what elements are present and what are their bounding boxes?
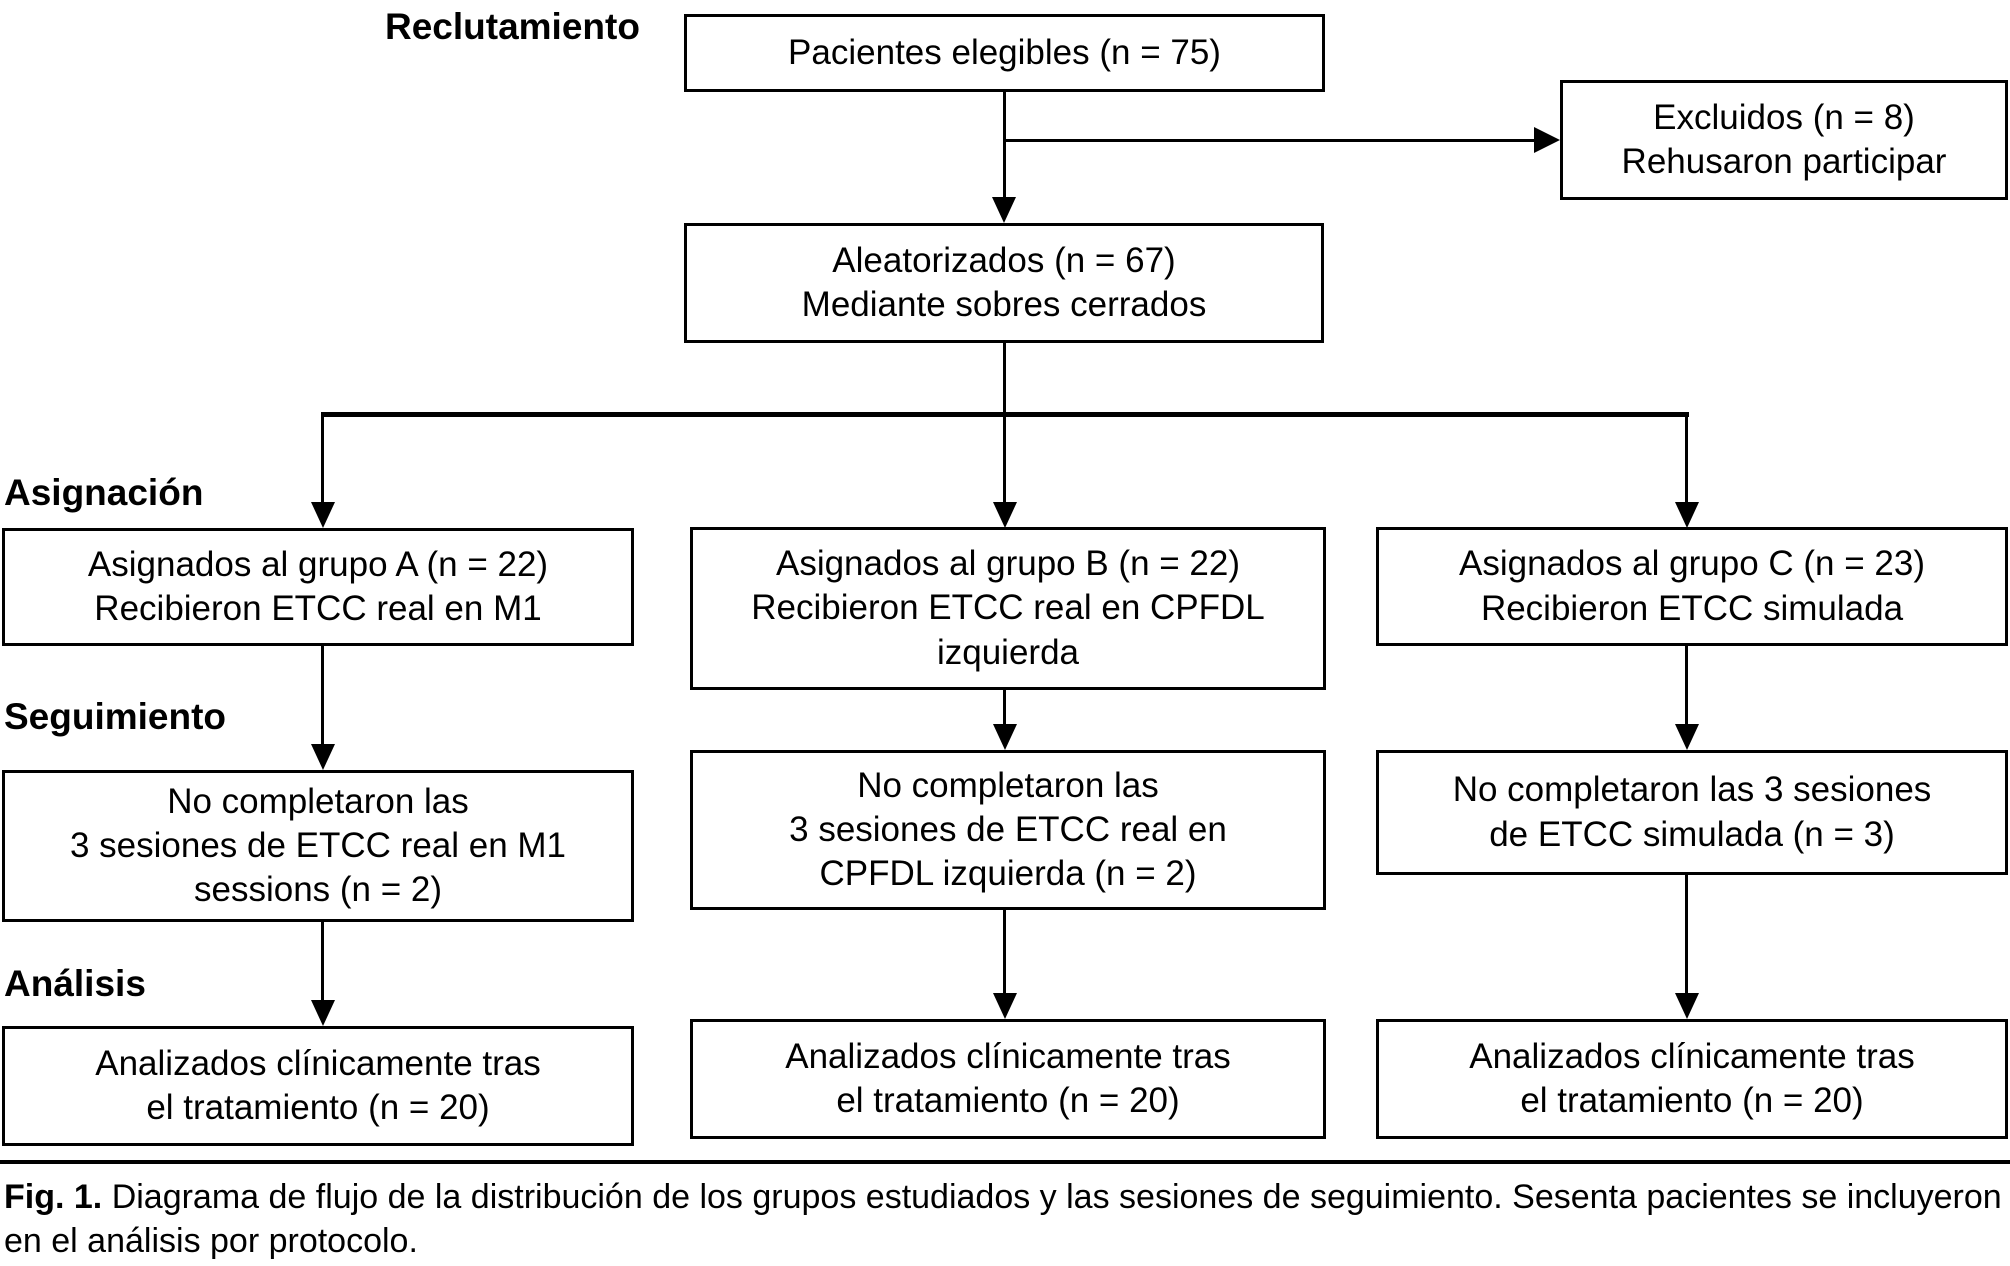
connector-alloc-b-to-followup-b — [1003, 690, 1006, 724]
box-line: CPFDL izquierda (n = 2) — [819, 854, 1197, 894]
box-line: Excluidos (n = 8) — [1653, 97, 1915, 137]
connector-to-excluded — [1004, 139, 1534, 142]
box-line: No completaron las 3 sesiones — [1452, 770, 1932, 810]
connector-followup-a-to-analysis-a — [321, 922, 324, 1000]
box-line: Mediante sobres cerrados — [801, 285, 1207, 324]
branch-line — [321, 412, 1689, 417]
stage-label-recruitment: Reclutamiento — [385, 6, 640, 47]
box-line: el tratamiento (n = 20) — [836, 1081, 1180, 1120]
connector-alloc-c-to-followup-c — [1685, 646, 1688, 724]
group-a-allocation-box: Asignados al grupo A (n = 22) Recibieron… — [2, 528, 634, 646]
group-c-analysis-box: Analizados clínicamente tras el tratamie… — [1376, 1019, 2008, 1139]
connector-branch-to-group-b — [1003, 416, 1006, 502]
connector-followup-c-to-analysis-c — [1685, 875, 1688, 993]
arrow-down-icon — [992, 197, 1016, 223]
connector-followup-b-to-analysis-b — [1003, 910, 1006, 993]
stage-label-analysis: Análisis — [4, 963, 146, 1004]
box-line: Rehusaron participar — [1621, 142, 1947, 181]
box-line: No completaron las — [857, 765, 1159, 805]
box-line: Pacientes elegibles (n = 75) — [788, 32, 1221, 72]
arrow-down-icon — [311, 744, 335, 770]
group-a-followup-box: No completaron las 3 sesiones de ETCC re… — [2, 770, 634, 922]
box-line: el tratamiento (n = 20) — [1520, 1081, 1864, 1120]
connector-branch-to-group-a — [321, 416, 324, 502]
box-line: Aleatorizados (n = 67) — [832, 240, 1176, 280]
eligible-patients-box: Pacientes elegibles (n = 75) — [684, 14, 1325, 92]
box-line: Recibieron ETCC real en CPFDL — [751, 588, 1265, 628]
box-line: 3 sesiones de ETCC real en — [789, 809, 1227, 849]
caption-divider — [0, 1160, 2010, 1164]
arrow-down-icon — [311, 1000, 335, 1026]
arrow-down-icon — [1675, 724, 1699, 750]
stage-label-allocation: Asignación — [4, 472, 204, 513]
box-line: de ETCC simulada (n = 3) — [1489, 814, 1895, 854]
randomized-box: Aleatorizados (n = 67) Mediante sobres c… — [684, 223, 1324, 343]
arrow-down-icon — [993, 502, 1017, 528]
box-line: No completaron las — [167, 781, 469, 821]
box-line: Analizados clínicamente tras — [1469, 1036, 1915, 1076]
box-line: Asignados al grupo A (n = 22) — [87, 544, 549, 584]
excluded-box: Excluidos (n = 8) Rehusaron participar — [1560, 80, 2008, 200]
connector-alloc-a-to-followup-a — [321, 646, 324, 744]
box-line: Asignados al grupo C (n = 23) — [1459, 544, 1925, 584]
box-line: izquierda — [936, 632, 1080, 672]
arrow-right-icon — [1534, 127, 1560, 153]
box-line: Analizados clínicamente tras — [95, 1043, 541, 1083]
group-b-allocation-box: Asignados al grupo B (n = 22) Recibieron… — [690, 527, 1326, 690]
box-line: sessions (n = 2) — [193, 870, 443, 910]
arrow-down-icon — [993, 724, 1017, 750]
arrow-down-icon — [1675, 993, 1699, 1019]
box-line: Recibieron ETCC simulada — [1480, 588, 1904, 628]
arrow-down-icon — [311, 502, 335, 528]
group-c-allocation-box: Asignados al grupo C (n = 23) Recibieron… — [1376, 527, 2008, 646]
box-line: el tratamiento (n = 20) — [146, 1088, 490, 1127]
arrow-down-icon — [1675, 502, 1699, 528]
stage-label-followup: Seguimiento — [4, 696, 227, 737]
box-line: 3 sesiones de ETCC real en M1 — [69, 825, 567, 865]
figure-caption: Fig. 1. Diagrama de flujo de la distribu… — [4, 1175, 2008, 1263]
box-line: Analizados clínicamente tras — [785, 1036, 1231, 1076]
figure-caption-text: Diagrama de flujo de la distribución de … — [4, 1178, 2002, 1261]
arrow-down-icon — [993, 993, 1017, 1019]
connector-eligible-to-randomized — [1003, 92, 1006, 197]
group-a-analysis-box: Analizados clínicamente tras el tratamie… — [2, 1026, 634, 1146]
box-line: Recibieron ETCC real en M1 — [94, 589, 542, 628]
group-b-followup-box: No completaron las 3 sesiones de ETCC re… — [690, 750, 1326, 910]
group-b-analysis-box: Analizados clínicamente tras el tratamie… — [690, 1019, 1326, 1139]
group-c-followup-box: No completaron las 3 sesiones de ETCC si… — [1376, 750, 2008, 875]
connector-branch-to-group-c — [1685, 416, 1688, 502]
connector-randomized-to-branch — [1003, 342, 1006, 416]
box-line: Asignados al grupo B (n = 22) — [775, 544, 1241, 584]
figure-caption-label: Fig. 1. — [4, 1178, 103, 1216]
